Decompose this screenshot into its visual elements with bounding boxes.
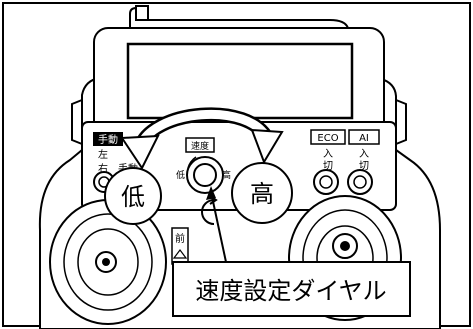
- manual-label-group: 手動 左 右 手動: [93, 132, 138, 175]
- top-hook: [135, 5, 149, 21]
- manual-right-label: 右: [98, 162, 108, 175]
- rotation-arrow-icon: [120, 107, 284, 170]
- ai-title: AI: [359, 133, 369, 144]
- manual-title: 手動: [98, 133, 118, 146]
- eco-ai-group: ECO AI 入 切 入 切: [310, 129, 380, 172]
- high-callout: 高: [231, 162, 293, 224]
- forward-label: 前: [175, 232, 185, 245]
- manual-left-label: 左: [98, 148, 108, 161]
- low-label: 低: [121, 183, 145, 211]
- ai-title-box: [348, 129, 380, 145]
- left-joystick[interactable]: [49, 199, 167, 325]
- callout-box: [172, 261, 411, 317]
- dial-low-label: 低: [176, 169, 185, 181]
- eco-off-label: 切: [323, 160, 333, 172]
- low-callout: 低: [104, 167, 162, 225]
- manual-title-box: [93, 132, 123, 146]
- display-screen: [126, 42, 354, 120]
- eco-on-label: 入: [323, 149, 333, 160]
- up-arrow-icon: [172, 249, 188, 259]
- callout-label: 速度設定ダイヤル: [195, 277, 386, 305]
- forward-indicator: 前: [171, 227, 189, 265]
- speed-title: 速度: [191, 140, 209, 152]
- eco-switch[interactable]: [313, 169, 339, 195]
- ai-switch[interactable]: [347, 169, 373, 195]
- dial-high-label: 高: [222, 169, 231, 181]
- ai-off-label: 切: [359, 160, 369, 172]
- right-side-detail: [395, 99, 407, 145]
- left-side-detail: [71, 99, 83, 145]
- speed-title-box: 速度: [185, 137, 215, 153]
- eco-title: ECO: [317, 133, 338, 144]
- speed-dial[interactable]: [186, 156, 224, 194]
- pointer-arrow-icon: [206, 186, 227, 263]
- eco-title-box: [310, 129, 346, 145]
- high-label: 高: [250, 180, 274, 208]
- ai-on-label: 入: [359, 149, 369, 160]
